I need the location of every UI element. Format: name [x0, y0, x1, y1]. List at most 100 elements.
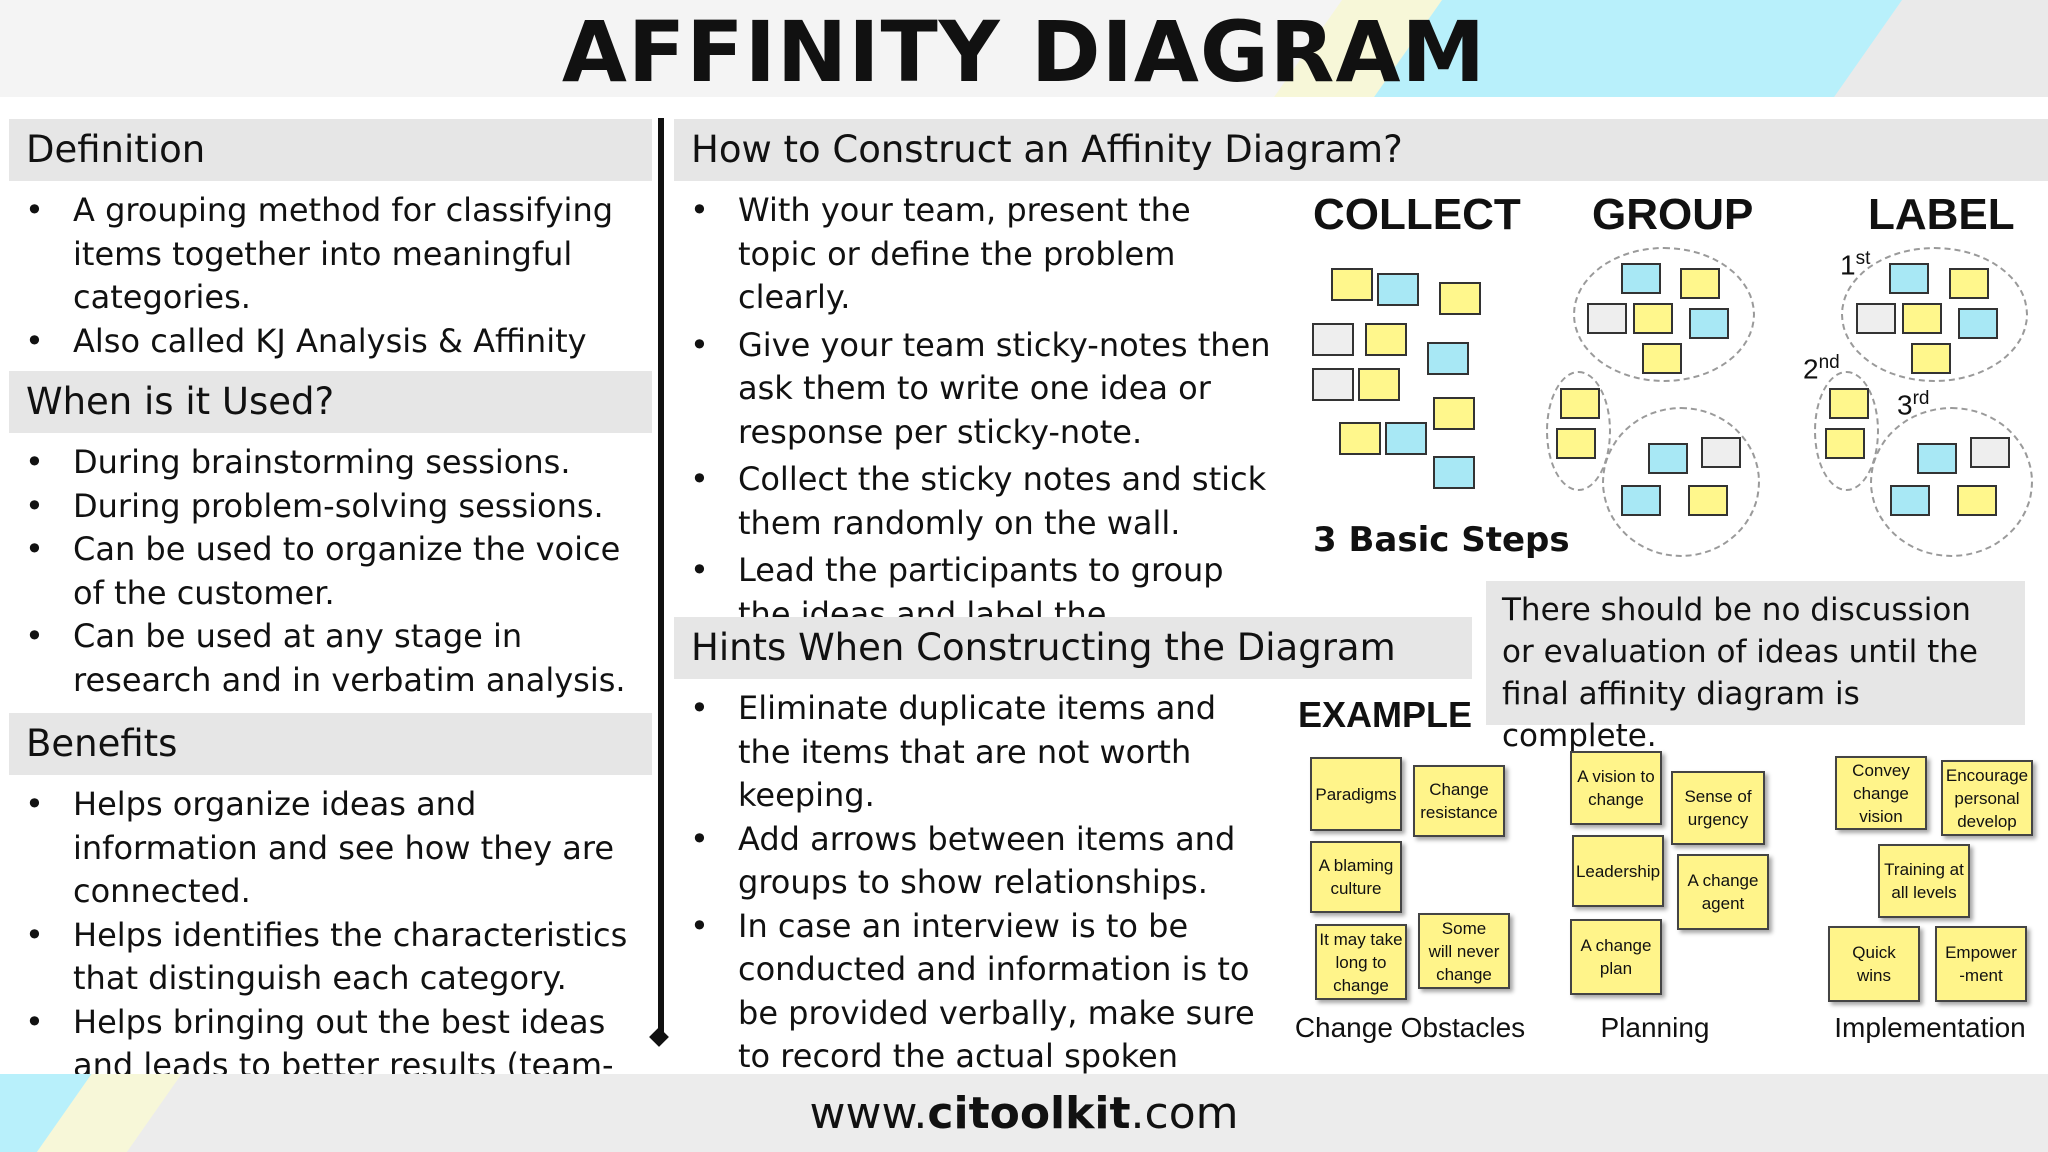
sticky-note: [1385, 422, 1427, 455]
sticky-note: [1825, 428, 1865, 459]
list-item: With your team, present the topic or def…: [674, 189, 1274, 320]
label-ring: [1814, 371, 1879, 491]
sticky-note: [1829, 388, 1869, 419]
rank-3rd: 3rd: [1897, 388, 1929, 421]
footer-url-prefix: www.: [809, 1088, 928, 1139]
rank-suffix: st: [1855, 248, 1871, 269]
sticky-note: [1642, 343, 1682, 374]
sticky-note: [1358, 368, 1400, 401]
sticky-note: [1621, 263, 1661, 294]
example-note: Training at all levels: [1878, 844, 1970, 918]
footer-url[interactable]: www.citoolkit.com: [0, 1086, 2048, 1142]
sticky-note: [1377, 273, 1419, 306]
group-ring: [1546, 371, 1611, 491]
rank-number: 3: [1897, 389, 1913, 421]
sticky-note: [1339, 422, 1381, 455]
example-note: A change agent: [1677, 854, 1769, 930]
footer-brand: citoolkit: [927, 1088, 1131, 1139]
rank-number: 1: [1840, 249, 1856, 281]
sticky-note: [1633, 303, 1673, 334]
example-note: Leadership: [1572, 835, 1664, 907]
sticky-note: [1365, 323, 1407, 356]
benefits-list: Helps organize ideas and information and…: [9, 783, 652, 1131]
construct-heading: How to Construct an Affinity Diagram?: [674, 119, 2048, 181]
sticky-note: [1648, 443, 1688, 474]
column-divider: [658, 118, 664, 1038]
sticky-note: [1970, 437, 2010, 468]
sticky-note: [1957, 485, 1997, 516]
rank-2nd: 2nd: [1803, 352, 1840, 385]
label-ring: [1870, 407, 2033, 557]
list-item: Helps identifies the characteristics tha…: [9, 914, 652, 1001]
sticky-note: [1688, 485, 1728, 516]
rank-1st: 1st: [1840, 248, 1870, 281]
definition-list: A grouping method for classifying items …: [9, 189, 652, 407]
list-item: Add arrows between items and groups to s…: [674, 818, 1274, 905]
header-band: [0, 0, 2048, 97]
example-note: A blaming culture: [1310, 841, 1402, 913]
step-label-title: LABEL: [1868, 190, 2015, 239]
when-used-heading: When is it Used?: [9, 371, 652, 433]
sticky-note: [1689, 308, 1729, 339]
sticky-note: [1433, 397, 1475, 430]
list-item: Eliminate duplicate items and the items …: [674, 687, 1274, 818]
construct-list: With your team, present the topic or def…: [674, 189, 1274, 680]
example-note: Empower -ment: [1935, 926, 2027, 1002]
example-note: Change resistance: [1413, 765, 1505, 837]
sticky-note: [1621, 485, 1661, 516]
hints-heading: Hints When Constructing the Diagram: [674, 617, 1472, 679]
list-item: Helps organize ideas and information and…: [9, 783, 652, 914]
page-title: AFFINITY DIAGRAM: [561, 3, 1487, 101]
example-category: Change Obstacles: [1294, 1012, 1526, 1043]
step-collect-title: COLLECT: [1313, 190, 1521, 239]
sticky-note: [1312, 368, 1354, 401]
list-item: During brainstorming sessions.: [9, 441, 629, 485]
sticky-note: [1433, 456, 1475, 489]
callout-box: There should be no discussion or evaluat…: [1486, 581, 2025, 754]
sticky-note: [1560, 388, 1600, 419]
example-label: EXAMPLE: [1298, 694, 1473, 735]
sticky-note: [1312, 323, 1354, 356]
list-item: Can be used at any stage in research and…: [9, 615, 629, 702]
example-note: Quick wins: [1828, 926, 1920, 1002]
benefits-heading: Benefits: [9, 713, 652, 775]
sticky-note: [1331, 268, 1373, 301]
group-ring: [1573, 247, 1755, 382]
rank-suffix: nd: [1818, 352, 1840, 373]
footer-band: [0, 1074, 2048, 1152]
hints-list: Eliminate duplicate items and the items …: [674, 687, 1274, 1122]
when-used-list: During brainstorming sessions. During pr…: [9, 441, 629, 702]
sticky-note: [1556, 428, 1596, 459]
rank-suffix: rd: [1912, 388, 1930, 409]
sticky-note: [1902, 303, 1942, 334]
sticky-note: [1889, 263, 1929, 294]
sticky-note: [1439, 282, 1481, 315]
sticky-note: [1890, 485, 1930, 516]
sticky-note: [1911, 343, 1951, 374]
group-ring: [1602, 407, 1760, 557]
example-note: Encourage personal develop: [1941, 760, 2033, 836]
footer-url-suffix: .com: [1130, 1088, 1239, 1139]
sticky-note: [1680, 268, 1720, 299]
list-item: A grouping method for classifying items …: [9, 189, 652, 320]
list-item: Give your team sticky-notes then ask the…: [674, 324, 1274, 455]
example-note: It may take long to change: [1315, 924, 1407, 1000]
example-category: Planning: [1600, 1012, 1710, 1043]
example-note: Some will never change: [1418, 913, 1510, 989]
sticky-note: [1587, 303, 1627, 334]
steps-caption: 3 Basic Steps: [1313, 520, 1570, 560]
example-note: Paradigms: [1310, 757, 1402, 831]
example-note: Sense of urgency: [1671, 771, 1765, 845]
sticky-note: [1949, 268, 1989, 299]
list-item: During problem-solving sessions.: [9, 485, 629, 529]
rank-number: 2: [1803, 353, 1819, 385]
label-ring: [1841, 247, 2028, 382]
example-note: A vision to change: [1570, 751, 1662, 825]
divider-tip: [649, 1027, 669, 1047]
sticky-note: [1856, 303, 1896, 334]
sticky-note: [1958, 308, 1998, 339]
example-note: A change plan: [1570, 919, 1662, 995]
sticky-note: [1917, 443, 1957, 474]
sticky-note: [1427, 342, 1469, 375]
list-item: Can be used to organize the voice of the…: [9, 528, 629, 615]
